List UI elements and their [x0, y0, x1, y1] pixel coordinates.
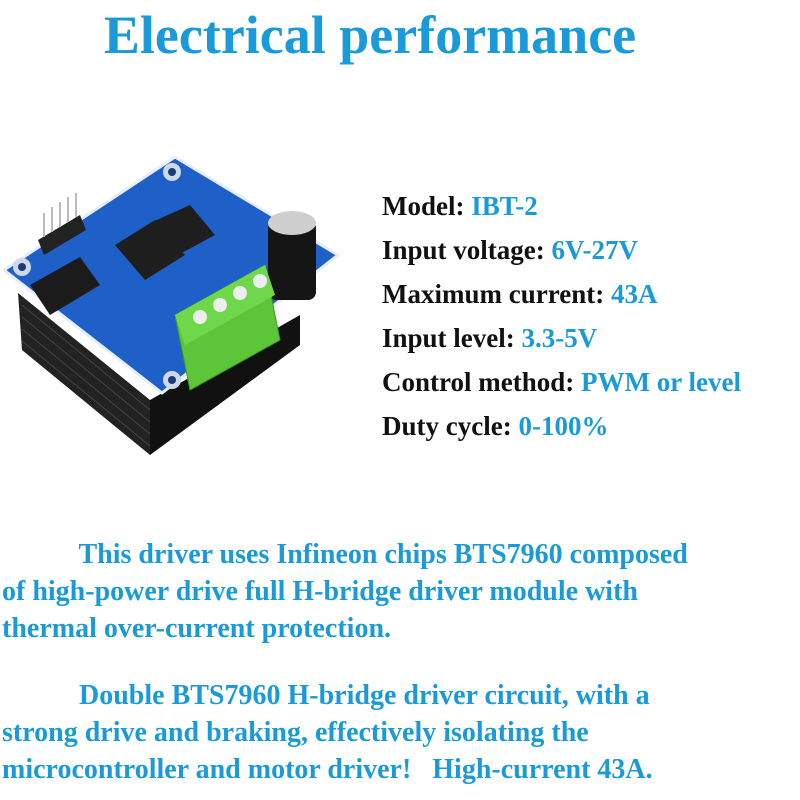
pin-header	[38, 193, 86, 255]
paragraph-line: microcontroller and motor driver! High-c…	[2, 754, 653, 785]
spec-label: Control method:	[382, 367, 581, 397]
spec-duty-cycle: Duty cycle: 0-100%	[382, 404, 741, 448]
paragraph-line: of high-power drive full H-bridge driver…	[2, 576, 638, 607]
spec-value: 0-100%	[518, 411, 609, 441]
chips	[30, 205, 215, 315]
spec-value: 6V-27V	[551, 235, 638, 265]
spec-label: Input voltage:	[382, 235, 552, 265]
spec-input-level: Input level: 3.3-5V	[382, 316, 741, 360]
paragraph-line: This driver uses Infineon chips BTS7960 …	[2, 539, 688, 570]
paragraph-line: thermal over-current protection.	[2, 613, 392, 644]
spec-list: Model: IBT-2 Input voltage: 6V-27V Maxim…	[382, 184, 741, 448]
spec-model: Model: IBT-2	[382, 184, 741, 228]
page-title: Electrical performance	[103, 5, 637, 65]
spec-value: IBT-2	[471, 191, 538, 221]
spec-label: Maximum current:	[382, 279, 611, 309]
spec-input-voltage: Input voltage: 6V-27V	[382, 228, 741, 272]
spec-label: Duty cycle:	[382, 411, 519, 441]
paragraph-line: Double BTS7960 H-bridge driver circuit, …	[2, 680, 650, 711]
terminal-block	[174, 264, 281, 391]
spec-value: 43A	[610, 279, 658, 309]
ibt2-board-image	[1, 155, 341, 455]
spec-value: PWM or level	[581, 367, 741, 397]
description-paragraph-2: Double BTS7960 H-bridge driver circuit, …	[2, 677, 653, 788]
spec-control-method: Control method: PWM or level	[382, 360, 741, 404]
description-paragraph-1: This driver uses Infineon chips BTS7960 …	[2, 536, 688, 647]
spec-maximum-current: Maximum current: 43A	[382, 272, 741, 316]
spec-value: 3.3-5V	[521, 323, 598, 353]
capacitor	[268, 211, 316, 300]
pcb	[1, 155, 341, 395]
spec-label: Model:	[382, 191, 472, 221]
paragraph-line: strong drive and braking, effectively is…	[2, 717, 589, 748]
spec-label: Input level:	[382, 323, 522, 353]
